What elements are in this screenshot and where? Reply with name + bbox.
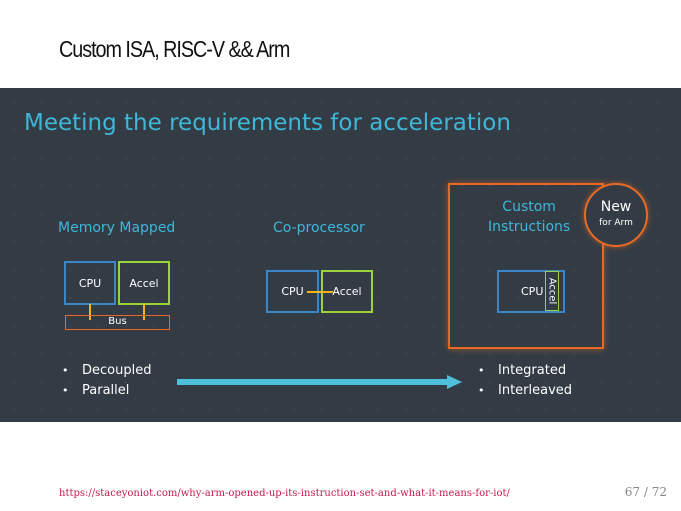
memory-mapped-accel-box: Accel	[118, 261, 170, 305]
co-processor-heading: Co-processor	[273, 220, 365, 236]
cpu-label: CPU	[521, 285, 544, 298]
custom-instructions-heading: Custom Instructions	[488, 197, 570, 237]
heading-line-1: Custom	[502, 199, 556, 215]
list-item: Parallel	[62, 381, 151, 401]
heading-line-2: Instructions	[488, 219, 571, 235]
custom-cpu-box: CPU	[497, 270, 565, 313]
memory-mapped-heading: Memory Mapped	[58, 220, 176, 236]
badge-small-text: for Arm	[599, 218, 633, 228]
accel-label: Accel	[332, 285, 362, 298]
right-bullet-list: Integrated Interleaved	[478, 361, 572, 401]
accel-label: Accel	[546, 277, 558, 305]
cpu-accel-connector	[307, 291, 333, 293]
frame-title: Custom ISA, RISC-V && Arm	[59, 36, 290, 62]
slide-title: Meeting the requirements for acceleratio…	[24, 110, 511, 136]
list-item: Decoupled	[62, 361, 151, 381]
progression-arrow	[177, 375, 462, 389]
cpu-bus-connector	[89, 304, 91, 320]
highlight-frame	[448, 183, 604, 349]
source-link[interactable]: https://staceyoniot.com/why-arm-opened-u…	[59, 488, 510, 499]
accel-label: Accel	[129, 276, 159, 290]
new-for-arm-badge: New for Arm	[584, 183, 648, 247]
accel-bus-connector	[143, 304, 145, 320]
badge-new-text: New	[600, 199, 632, 215]
page-number: 67 / 72	[624, 485, 667, 499]
cpu-label: CPU	[78, 276, 102, 290]
memory-mapped-cpu-box: CPU	[64, 261, 116, 305]
list-item: Interleaved	[478, 381, 572, 401]
list-item: Integrated	[478, 361, 572, 381]
custom-accel-box: Accel	[545, 271, 559, 311]
left-bullet-list: Decoupled Parallel	[62, 361, 151, 401]
slide-image: Meeting the requirements for acceleratio…	[0, 88, 681, 422]
cpu-label: CPU	[281, 285, 304, 298]
bus-box: Bus	[65, 315, 170, 330]
